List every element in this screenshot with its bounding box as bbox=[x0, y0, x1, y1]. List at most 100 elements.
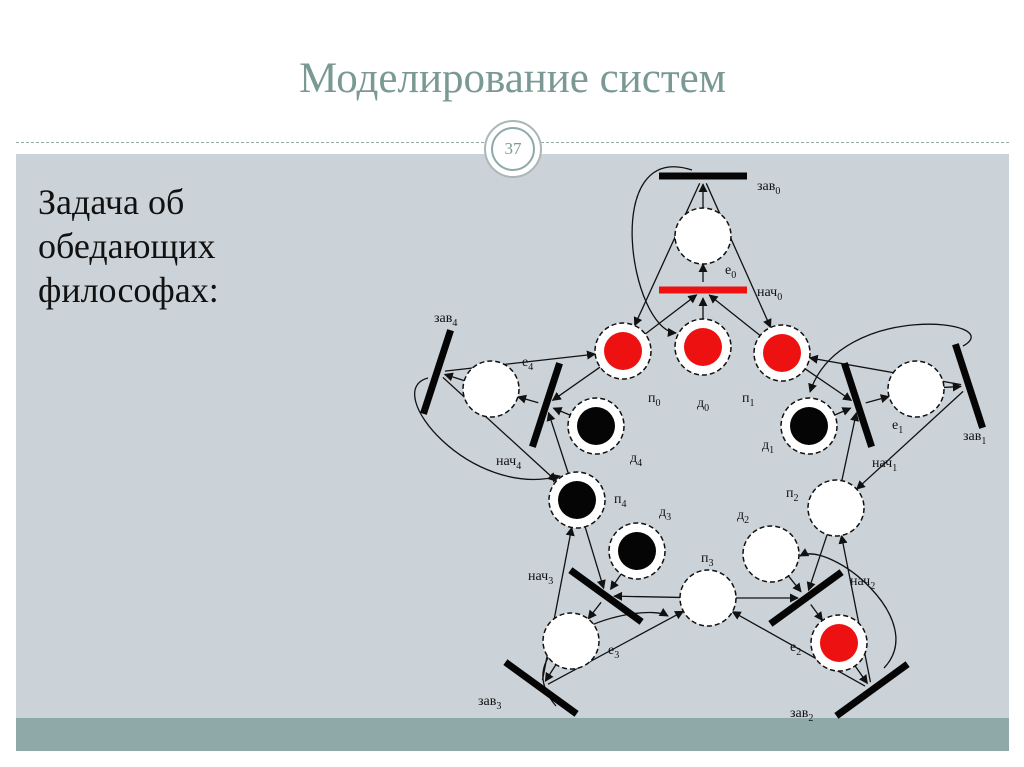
label-subscript: 1 bbox=[892, 463, 897, 474]
label-base: п bbox=[648, 391, 656, 406]
arc bbox=[587, 601, 602, 620]
task-line-1: Задача об bbox=[38, 182, 185, 222]
label-base: д bbox=[630, 451, 637, 466]
transition-zav2 bbox=[834, 661, 910, 719]
task-text: Задача об обедающих философах: bbox=[38, 180, 318, 312]
arc bbox=[546, 411, 569, 474]
label-subscript: 2 bbox=[796, 647, 801, 658]
token-red bbox=[684, 328, 722, 366]
label-p3: п3 bbox=[701, 551, 714, 569]
label-subscript: 0 bbox=[777, 292, 782, 303]
arc bbox=[551, 366, 601, 401]
transition-nach3 bbox=[568, 567, 644, 625]
label-base: п bbox=[742, 391, 750, 406]
place-circle bbox=[807, 479, 865, 537]
arc bbox=[834, 407, 852, 416]
transition-zav3 bbox=[503, 659, 579, 717]
label-subscript: 2 bbox=[794, 493, 799, 504]
label-nach2: нач2 bbox=[850, 574, 875, 592]
label-base: нач bbox=[850, 574, 870, 589]
label-subscript: 4 bbox=[452, 318, 457, 329]
label-subscript: 3 bbox=[614, 650, 619, 661]
place-p0 bbox=[594, 322, 652, 380]
label-nach4: нач4 bbox=[496, 454, 521, 472]
arc bbox=[708, 294, 761, 337]
label-base: п bbox=[701, 551, 709, 566]
label-nach0: нач0 bbox=[757, 285, 782, 303]
transition-zav4 bbox=[420, 329, 454, 415]
place-d3 bbox=[608, 522, 666, 580]
arc bbox=[808, 323, 972, 393]
token-red bbox=[820, 624, 858, 662]
label-base: зав bbox=[757, 179, 776, 194]
place-p1 bbox=[753, 324, 811, 382]
label-base: д bbox=[737, 508, 744, 523]
label-d0: д0 bbox=[697, 396, 709, 414]
transitions bbox=[420, 172, 986, 719]
token-red bbox=[763, 334, 801, 372]
label-subscript: 0 bbox=[704, 403, 709, 414]
label-subscript: 3 bbox=[496, 701, 501, 712]
label-base: нач bbox=[496, 454, 516, 469]
label-nach3: нач3 bbox=[528, 569, 553, 587]
place-e0 bbox=[674, 207, 732, 265]
label-base: зав bbox=[963, 429, 982, 444]
label-zav4: зав4 bbox=[434, 311, 457, 329]
arc bbox=[442, 376, 558, 482]
label-e3: е3 bbox=[608, 643, 619, 661]
arc bbox=[787, 575, 802, 593]
label-nach1: нач1 bbox=[872, 456, 897, 474]
arc bbox=[865, 394, 890, 404]
token-black bbox=[558, 481, 596, 519]
place-d0 bbox=[674, 318, 732, 376]
token-black bbox=[790, 407, 828, 445]
label-subscript: 1 bbox=[981, 436, 986, 447]
label-subscript: 0 bbox=[656, 398, 661, 409]
label-subscript: 3 bbox=[666, 512, 671, 523]
task-line-2: обедающих bbox=[38, 226, 216, 266]
label-zav0: зав0 bbox=[757, 179, 780, 197]
place-p3 bbox=[679, 569, 737, 627]
label-d4: д4 bbox=[630, 451, 642, 469]
arc bbox=[799, 548, 897, 669]
place-e1 bbox=[887, 360, 945, 418]
token-black bbox=[618, 532, 656, 570]
arc bbox=[943, 382, 962, 392]
label-e1: е1 bbox=[892, 418, 903, 436]
label-e2: е2 bbox=[790, 640, 801, 658]
label-subscript: 3 bbox=[548, 576, 553, 587]
arc bbox=[584, 526, 606, 590]
label-base: е bbox=[725, 263, 731, 278]
place-circle bbox=[742, 525, 800, 583]
label-subscript: 0 bbox=[731, 270, 736, 281]
label-base: п bbox=[786, 486, 794, 501]
label-base: нач bbox=[872, 456, 892, 471]
arc bbox=[804, 368, 853, 402]
arc bbox=[610, 573, 622, 591]
arc bbox=[613, 591, 681, 601]
arc bbox=[517, 394, 539, 404]
arc bbox=[806, 534, 828, 592]
token-red bbox=[604, 332, 642, 370]
arc bbox=[544, 664, 557, 683]
arc bbox=[443, 372, 465, 382]
label-base: д bbox=[659, 505, 666, 520]
label-base: зав bbox=[434, 311, 453, 326]
label-subscript: 1 bbox=[898, 425, 903, 436]
transition-nach0 bbox=[659, 286, 747, 294]
arc bbox=[838, 534, 872, 683]
transition-zav1 bbox=[952, 343, 986, 429]
label-subscript: 1 bbox=[750, 398, 755, 409]
arc bbox=[547, 610, 685, 685]
arc bbox=[810, 604, 823, 622]
label-base: е bbox=[790, 640, 796, 655]
label-e0: е0 bbox=[725, 263, 736, 281]
label-p2: п2 bbox=[786, 486, 799, 504]
label-subscript: 2 bbox=[744, 515, 749, 526]
task-line-3: философах: bbox=[38, 270, 219, 310]
place-e3 bbox=[542, 612, 600, 670]
arc bbox=[552, 407, 571, 416]
label-subscript: 1 bbox=[769, 445, 774, 456]
label-d1: д1 bbox=[762, 438, 774, 456]
arc bbox=[854, 665, 868, 685]
